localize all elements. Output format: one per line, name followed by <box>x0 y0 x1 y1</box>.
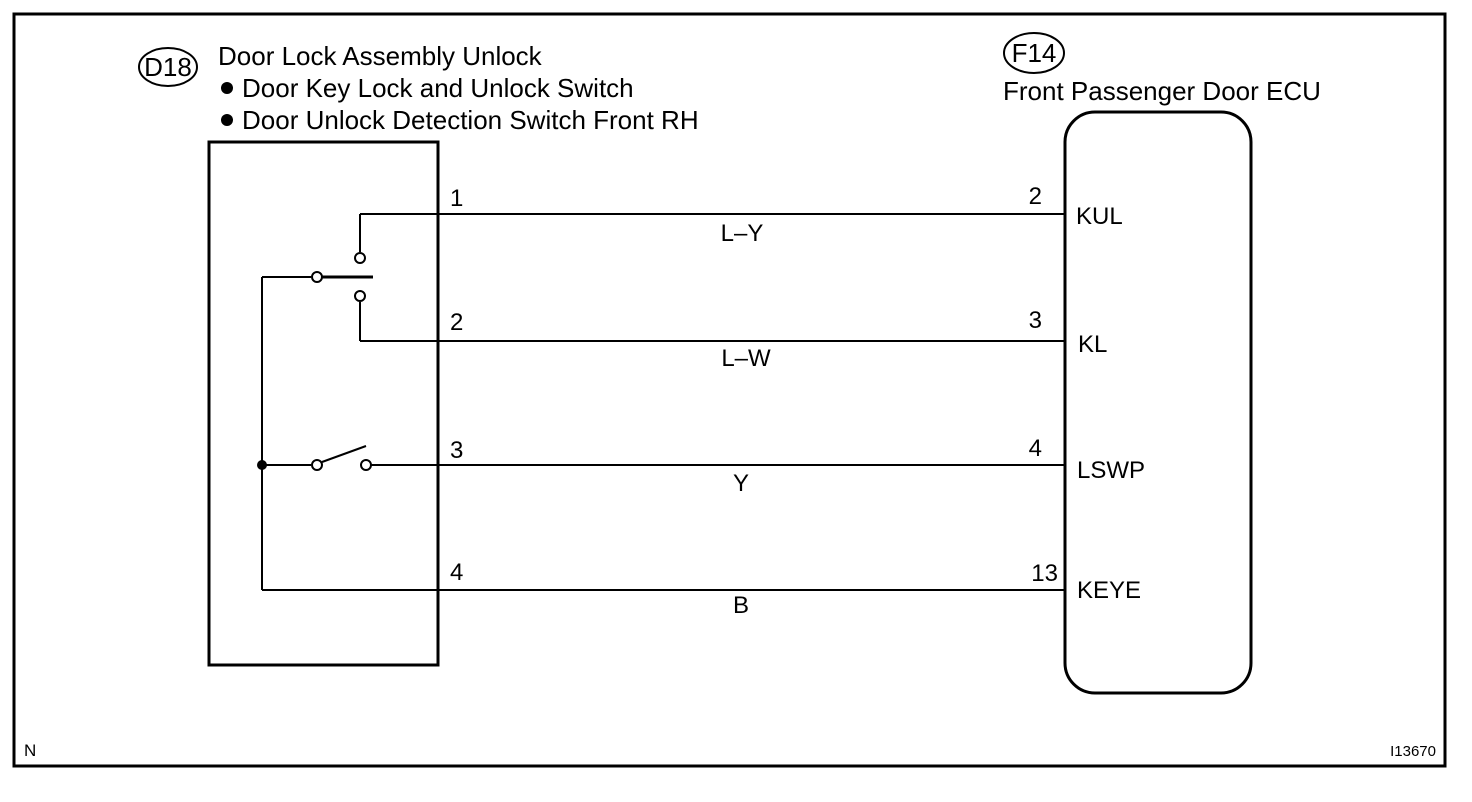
figure-id: I13670 <box>1390 743 1436 760</box>
switch-contact-lower <box>354 290 366 302</box>
switch-contact-upper <box>354 252 366 264</box>
bullet-icon <box>221 82 233 94</box>
key-switch-pivot <box>311 271 323 283</box>
detection-switch-blade <box>321 445 367 463</box>
detection-switch-pivot <box>311 459 323 471</box>
detection-switch-contact <box>360 459 372 471</box>
left-sub-item-2: Door Unlock Detection Switch Front RH <box>242 105 699 135</box>
right-pin-2: 3 <box>1029 307 1042 334</box>
f14-code: F14 <box>1012 38 1057 68</box>
left-component-title: Door Lock Assembly Unlock <box>218 41 543 71</box>
terminal-lswp: LSWP <box>1077 457 1145 484</box>
wire-color-2: L–W <box>721 345 771 372</box>
wire-color-1: L–Y <box>721 220 764 247</box>
d18-code: D18 <box>144 52 192 82</box>
ecu-box <box>1063 110 1253 695</box>
door-lock-assembly-box <box>207 140 440 667</box>
right-pin-1: 2 <box>1029 183 1042 210</box>
right-pin-4: 13 <box>1031 560 1058 587</box>
d18-code-badge <box>138 47 198 87</box>
terminal-keye: KEYE <box>1077 577 1141 604</box>
terminal-kl: KL <box>1078 331 1107 358</box>
corner-label: N <box>24 741 36 760</box>
left-pin-1: 1 <box>450 185 463 212</box>
right-pin-3: 4 <box>1029 435 1042 462</box>
right-component-title: Front Passenger Door ECU <box>1003 76 1321 106</box>
terminal-kul: KUL <box>1076 203 1123 230</box>
f14-code-badge <box>1003 32 1065 74</box>
left-pin-3: 3 <box>450 437 463 464</box>
bullet-icon <box>221 114 233 126</box>
diagram-frame <box>12 12 1447 768</box>
wire-color-4: B <box>733 592 749 619</box>
left-pin-2: 2 <box>450 309 463 336</box>
left-pin-4: 4 <box>450 559 463 586</box>
wire-color-3: Y <box>733 470 749 497</box>
left-sub-item-1: Door Key Lock and Unlock Switch <box>242 73 634 103</box>
